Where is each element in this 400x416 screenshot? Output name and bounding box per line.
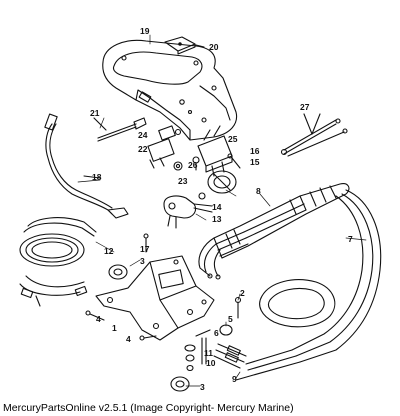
callout-14: 14 — [212, 202, 222, 212]
part-16-screw — [227, 153, 241, 169]
part-20-cover-plate — [164, 36, 205, 55]
part-2-screw — [234, 296, 242, 319]
callout-15: 15 — [250, 157, 260, 167]
callout-10: 10 — [206, 358, 216, 368]
loose-wires — [198, 237, 221, 280]
callout-19: 19 — [140, 26, 150, 36]
callout-17: 17 — [140, 244, 150, 254]
part-19-top-housing — [102, 39, 238, 141]
part-4-screw-lower — [139, 335, 157, 341]
callout-12: 12 — [104, 246, 114, 256]
leader-lines — [77, 34, 367, 387]
part-23-nut — [173, 161, 183, 171]
part-22-connector-block — [147, 138, 175, 169]
part-10-spacer — [201, 337, 207, 365]
part-17-stud — [143, 233, 149, 253]
part-6-pin — [195, 329, 211, 337]
callout-21: 21 — [90, 108, 100, 118]
callout-3-lower: 3 — [200, 382, 205, 392]
callout-16: 16 — [250, 146, 260, 156]
callout-25: 25 — [228, 134, 238, 144]
part-25-switch-assembly — [197, 125, 233, 177]
callout-6: 6 — [214, 328, 219, 338]
callout-13: 13 — [212, 214, 222, 224]
callout-20: 20 — [209, 42, 219, 52]
callout-26: 26 — [188, 160, 198, 170]
parts-diagram: 19 20 21 27 24 22 25 16 15 26 23 18 8 14… — [19, 26, 382, 392]
part-1-mounting-bracket — [95, 255, 215, 341]
part-8-cable-sleeve — [213, 183, 350, 259]
callout-27: 27 — [300, 102, 310, 112]
part-3-grommet-lower — [170, 376, 190, 392]
part-18-wire-harness — [44, 113, 129, 219]
part-3-grommet-upper — [108, 264, 128, 280]
image-caption: MercuryPartsOnline v2.5.1 (Image Copyrig… — [3, 402, 294, 414]
part-24-small-switch — [158, 125, 182, 141]
part-4-screw-left — [85, 310, 105, 321]
part-11-washer — [184, 344, 196, 372]
callout-5: 5 — [228, 314, 233, 324]
part-7-cable-loop — [235, 189, 382, 381]
callout-4-left: 4 — [96, 314, 101, 324]
part-5-plug — [219, 324, 233, 336]
callout-24: 24 — [138, 130, 148, 140]
part-26-fitting — [192, 156, 200, 171]
part-21-bolt — [93, 117, 147, 142]
part-27-wire-pair — [280, 113, 348, 157]
callout-11: 11 — [204, 348, 213, 358]
part-9-cable-ends — [213, 343, 247, 369]
callout-2: 2 — [240, 288, 245, 298]
callout-3-upper: 3 — [140, 256, 145, 266]
callout-9: 9 — [232, 374, 237, 384]
callout-labels: 19 20 21 27 24 22 25 16 15 26 23 18 8 14… — [90, 26, 353, 392]
callout-18: 18 — [92, 172, 102, 182]
callout-22: 22 — [138, 144, 148, 154]
callout-4-lower: 4 — [126, 334, 131, 344]
callout-7: 7 — [348, 234, 353, 244]
part-13-potentiometer — [163, 195, 213, 229]
part-14-washer — [198, 192, 206, 200]
part-12-cable-bundle — [19, 217, 97, 307]
callout-23: 23 — [178, 176, 188, 186]
callout-1: 1 — [112, 323, 117, 333]
part-15-knob — [207, 170, 237, 194]
callout-8: 8 — [256, 186, 261, 196]
